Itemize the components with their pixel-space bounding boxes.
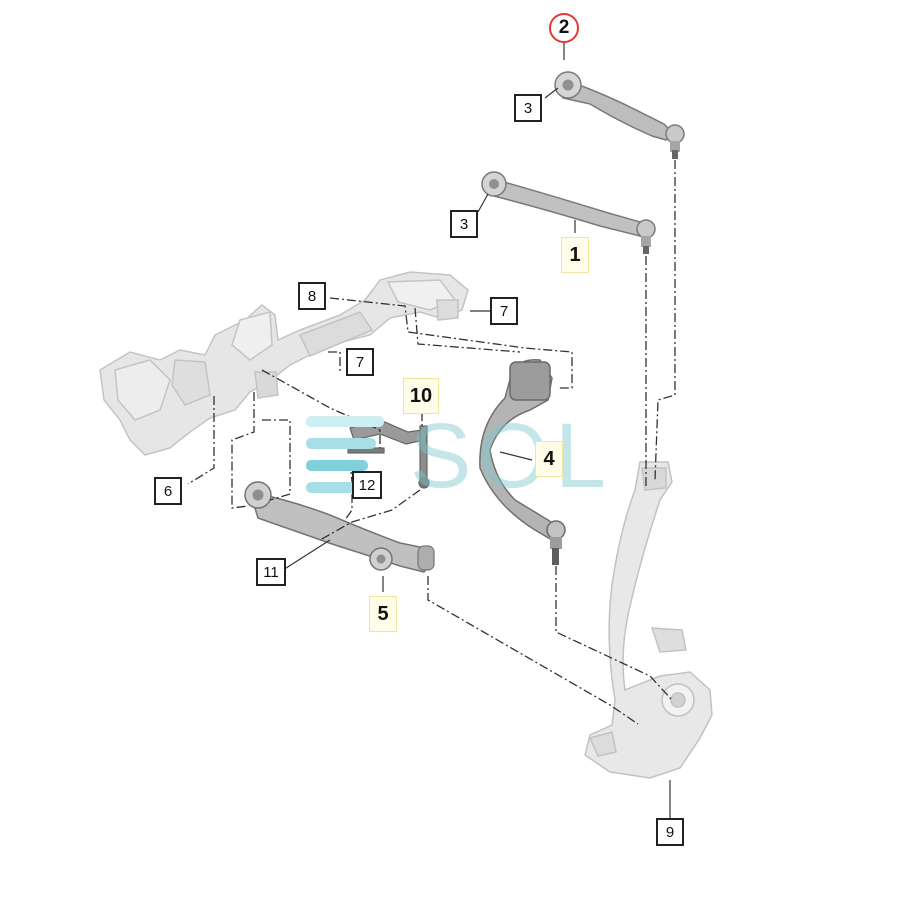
callout-5[interactable]: 5	[369, 596, 397, 632]
watermark-logo	[300, 408, 392, 500]
callout-10[interactable]: 10	[403, 378, 439, 414]
steering-knuckle-9	[584, 461, 713, 779]
callout-11[interactable]: 11	[256, 558, 286, 586]
callout-leaders	[282, 42, 671, 818]
lower-control-arm-5	[244, 481, 435, 573]
callout-7-right[interactable]: 7	[490, 297, 518, 325]
callout-9[interactable]: 9	[656, 818, 684, 846]
watermark-logo-icon	[306, 416, 384, 493]
callout-2[interactable]: 2	[549, 13, 579, 43]
callout-3-upper[interactable]: 3	[514, 94, 542, 122]
lower-control-arm-4	[479, 359, 566, 565]
leader-lines	[187, 160, 676, 725]
watermark-text: SOL	[410, 405, 613, 507]
control-arm-1	[481, 171, 656, 254]
callout-6[interactable]: 6	[154, 477, 182, 505]
upper-control-arm-2	[554, 71, 685, 159]
callout-12[interactable]: 12	[352, 471, 382, 499]
callout-4[interactable]: 4	[535, 441, 563, 477]
subframe-part	[99, 271, 469, 456]
callout-3-middle[interactable]: 3	[450, 210, 478, 238]
callout-8[interactable]: 8	[298, 282, 326, 310]
callout-1[interactable]: 1	[561, 237, 589, 273]
callout-7-left[interactable]: 7	[346, 348, 374, 376]
